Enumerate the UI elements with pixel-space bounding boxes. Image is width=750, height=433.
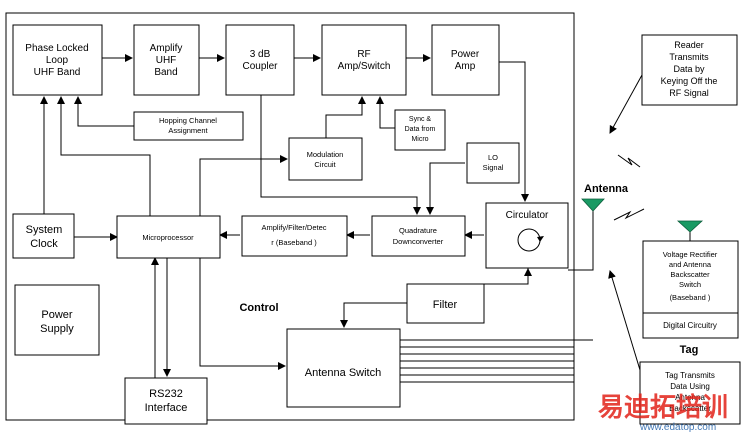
sync-data-block: Sync & Data from Micro [394,109,446,151]
amplify-label-2: UHF [156,55,177,66]
system-clock-block: System Clock [12,213,75,259]
sync-label-1: Sync & [409,116,432,123]
rs232-label-1: RS232 [149,388,183,400]
amp-filter-detector-block: Amplify/Filter/Detec r (Baseband ) [241,215,348,257]
system-clock-label-1: System [26,224,63,236]
tag-label: Tag [680,344,699,356]
antenna-switch-label: Antenna Switch [305,367,381,379]
amp-filter-label-1: Amplify/Filter/Detec [261,223,326,232]
watermark: 易迪拓培训 www.edatop.com [598,393,728,433]
pll-label-1: Phase Locked [25,43,88,54]
reader-note-line-1: Reader [674,40,704,50]
modulation-block: Modulation Circuit [288,137,363,181]
power-amp-label-2: Amp [455,61,476,72]
lo-label-2: Signal [483,163,504,172]
tag-bottom-label: Digital Circuitry [663,321,717,330]
pll-block: Phase Locked Loop UHF Band [12,24,103,96]
coupler-label-1: 3 dB [250,49,271,60]
hopping-label-2: Assignment [168,126,208,135]
lo-label-1: LO [488,153,498,162]
rs232-block: RS232 Interface [124,377,208,425]
pll-label-3: UHF Band [34,67,81,78]
circulator-block: Circulator [485,202,569,269]
rf-amp-label-2: Amp/Switch [338,61,391,72]
tag-top-line-3: Backscatter [670,270,710,279]
rf-amp-label-1: RF [357,49,370,60]
control-label: Control [239,302,278,314]
amplify-label-3: Band [154,67,177,78]
watermark-url: www.edatop.com [639,422,716,433]
tag-top-line-1: Voltage Rectifier [663,250,718,259]
tag-antenna-icon [676,220,704,233]
tag-block: Voltage Rectifier and Antenna Backscatte… [642,240,739,339]
rf-amp-switch-block: RF Amp/Switch [321,24,407,96]
power-amp-block: Power Amp [431,24,500,96]
tag-note-line-4: Backscatter [669,404,711,413]
amplify-label-1: Amplify [150,43,183,54]
antenna-label: Antenna [584,183,629,195]
quadrature-label-2: Downconverter [393,237,444,246]
tag-top-line-4: Switch [679,280,701,289]
tag-note-line-2: Data Using [670,382,710,391]
reader-note-line-2: Transmits [669,52,709,62]
circulator-label: Circulator [506,210,549,221]
reader-note-line-5: RF Signal [669,88,709,98]
antenna-switch-block: Antenna Switch [286,328,401,408]
filter-label: Filter [433,299,458,311]
connectors [40,54,691,383]
power-supply-block: Power Supply [14,284,100,356]
tag-top-line-2: and Antenna [669,260,712,269]
rs232-label-2: Interface [145,402,188,414]
microprocessor-block: Microprocessor [116,215,221,259]
power-amp-label-1: Power [451,49,480,60]
power-supply-label-1: Power [41,309,73,321]
coupler-label-2: Coupler [242,61,278,72]
amplify-uhf-block: Amplify UHF Band [133,24,200,96]
system-clock-label-2: Clock [30,238,58,250]
modulation-label-1: Modulation [307,150,344,159]
tag-note-block: Tag Transmits Data Using Antenna Backsca… [639,361,741,425]
watermark-chinese: 易迪拓培训 [598,393,728,423]
hopping-channel-block: Hopping Channel Assignment [133,111,244,141]
modulation-label-2: Circuit [314,160,336,169]
sync-label-2: Data from [405,126,436,133]
hopping-label-1: Hopping Channel [159,116,217,125]
tag-note-line-3: Antenna [675,393,705,402]
reader-note-line-3: Data by [673,64,705,74]
coupler-block: 3 dB Coupler [225,24,295,96]
tag-note-line-1: Tag Transmits [665,371,715,380]
quadrature-label-1: Quadrature [399,226,437,235]
circulator-arrow-icon [537,236,544,242]
lo-signal-block: LO Signal [466,142,520,184]
microprocessor-label: Microprocessor [142,233,194,242]
reader-note-block: Reader Transmits Data by Keying Off the … [641,34,738,106]
filter-block: Filter [406,283,485,324]
reader-note-line-4: Keying Off the [661,76,718,86]
pll-label-2: Loop [46,55,69,66]
amp-filter-label-2: r (Baseband ) [271,238,317,247]
sync-label-3: Micro [411,136,428,143]
power-supply-label-2: Supply [40,323,74,335]
reader-antenna-icon [581,198,605,212]
quadrature-downconverter-block: Quadrature Downconverter [371,215,466,257]
tag-top-line-5: (Baseband ) [670,293,711,302]
